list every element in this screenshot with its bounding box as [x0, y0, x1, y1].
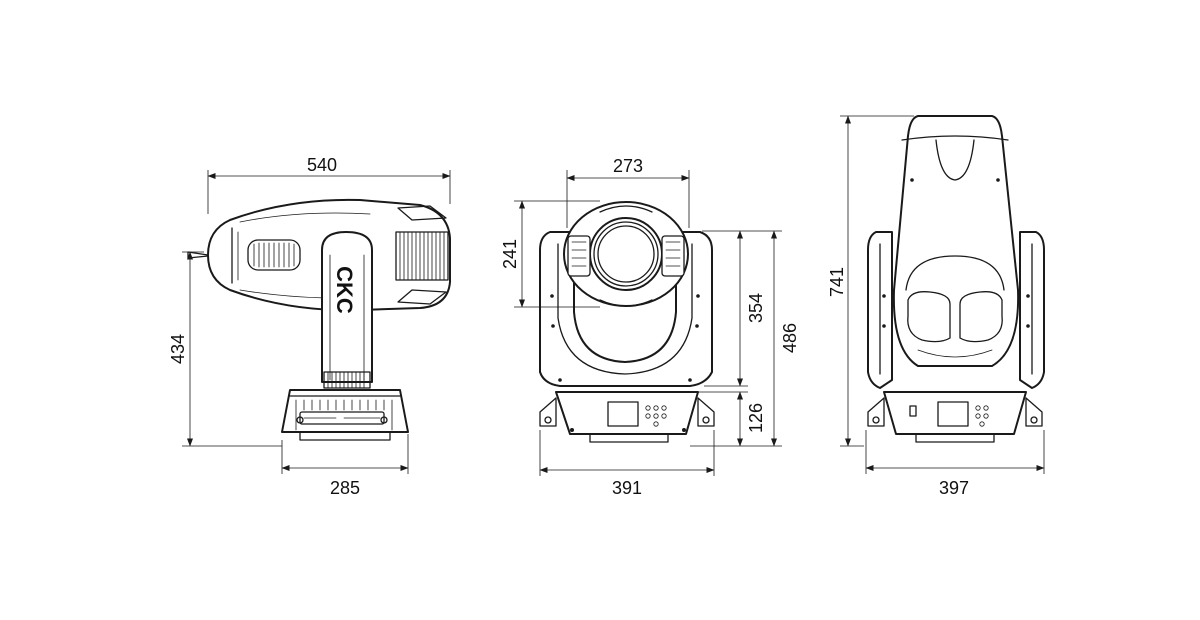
- side-view: CKC 540 434 285: [168, 155, 451, 498]
- dim-rear-base-width: 397: [939, 478, 969, 498]
- front-display: [607, 401, 639, 427]
- dim-side-width: 540: [307, 155, 337, 175]
- side-base: [281, 389, 409, 433]
- side-logo: CKC: [332, 266, 357, 314]
- side-fins: [395, 231, 449, 281]
- rear-base: [883, 391, 1027, 435]
- rear-head: [892, 115, 1020, 367]
- side-grill: [247, 239, 301, 271]
- rear-yoke: [867, 231, 1045, 389]
- front-base: [555, 391, 699, 435]
- front-view: 273 241 354 126 486 391: [500, 156, 800, 498]
- dim-front-head-width: 273: [613, 156, 643, 176]
- rear-view: 741 397: [827, 115, 1045, 498]
- dim-front-arm-height: 354: [746, 293, 766, 323]
- dim-front-head-height: 241: [500, 239, 520, 269]
- dim-front-base-width: 391: [612, 478, 642, 498]
- dim-rear-height: 741: [827, 267, 847, 297]
- dim-front-base-height: 126: [746, 403, 766, 433]
- dim-side-height: 434: [168, 334, 188, 364]
- rear-display: [937, 401, 969, 427]
- side-yoke-arm: [321, 231, 373, 383]
- dim-front-total-height: 486: [780, 323, 800, 353]
- front-yoke: [539, 231, 713, 387]
- dim-side-base-width: 285: [330, 478, 360, 498]
